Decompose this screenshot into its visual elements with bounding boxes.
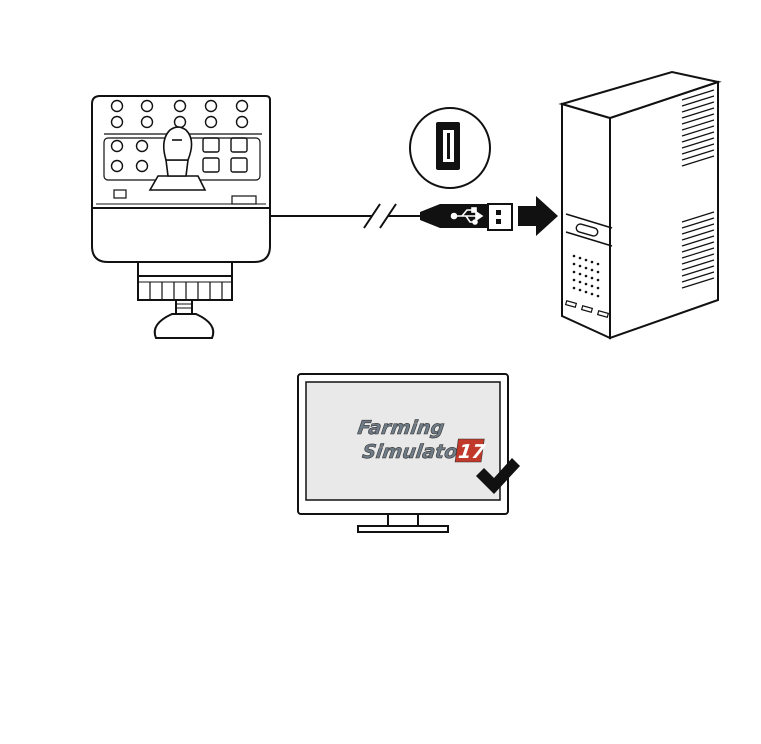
usb-plug	[420, 204, 512, 230]
usb-cable	[270, 204, 420, 228]
usb-port-icon	[436, 122, 460, 170]
logo-number: 17	[457, 440, 487, 463]
controller-device	[92, 96, 270, 338]
logo-line-1: Farming	[356, 416, 446, 439]
usb-port-callout	[410, 108, 490, 188]
logo-line-2: Simulator	[361, 440, 470, 463]
monitor: Farming Simulator 17	[298, 374, 520, 532]
computer-tower	[562, 72, 718, 338]
arrow-right-icon	[518, 196, 558, 236]
